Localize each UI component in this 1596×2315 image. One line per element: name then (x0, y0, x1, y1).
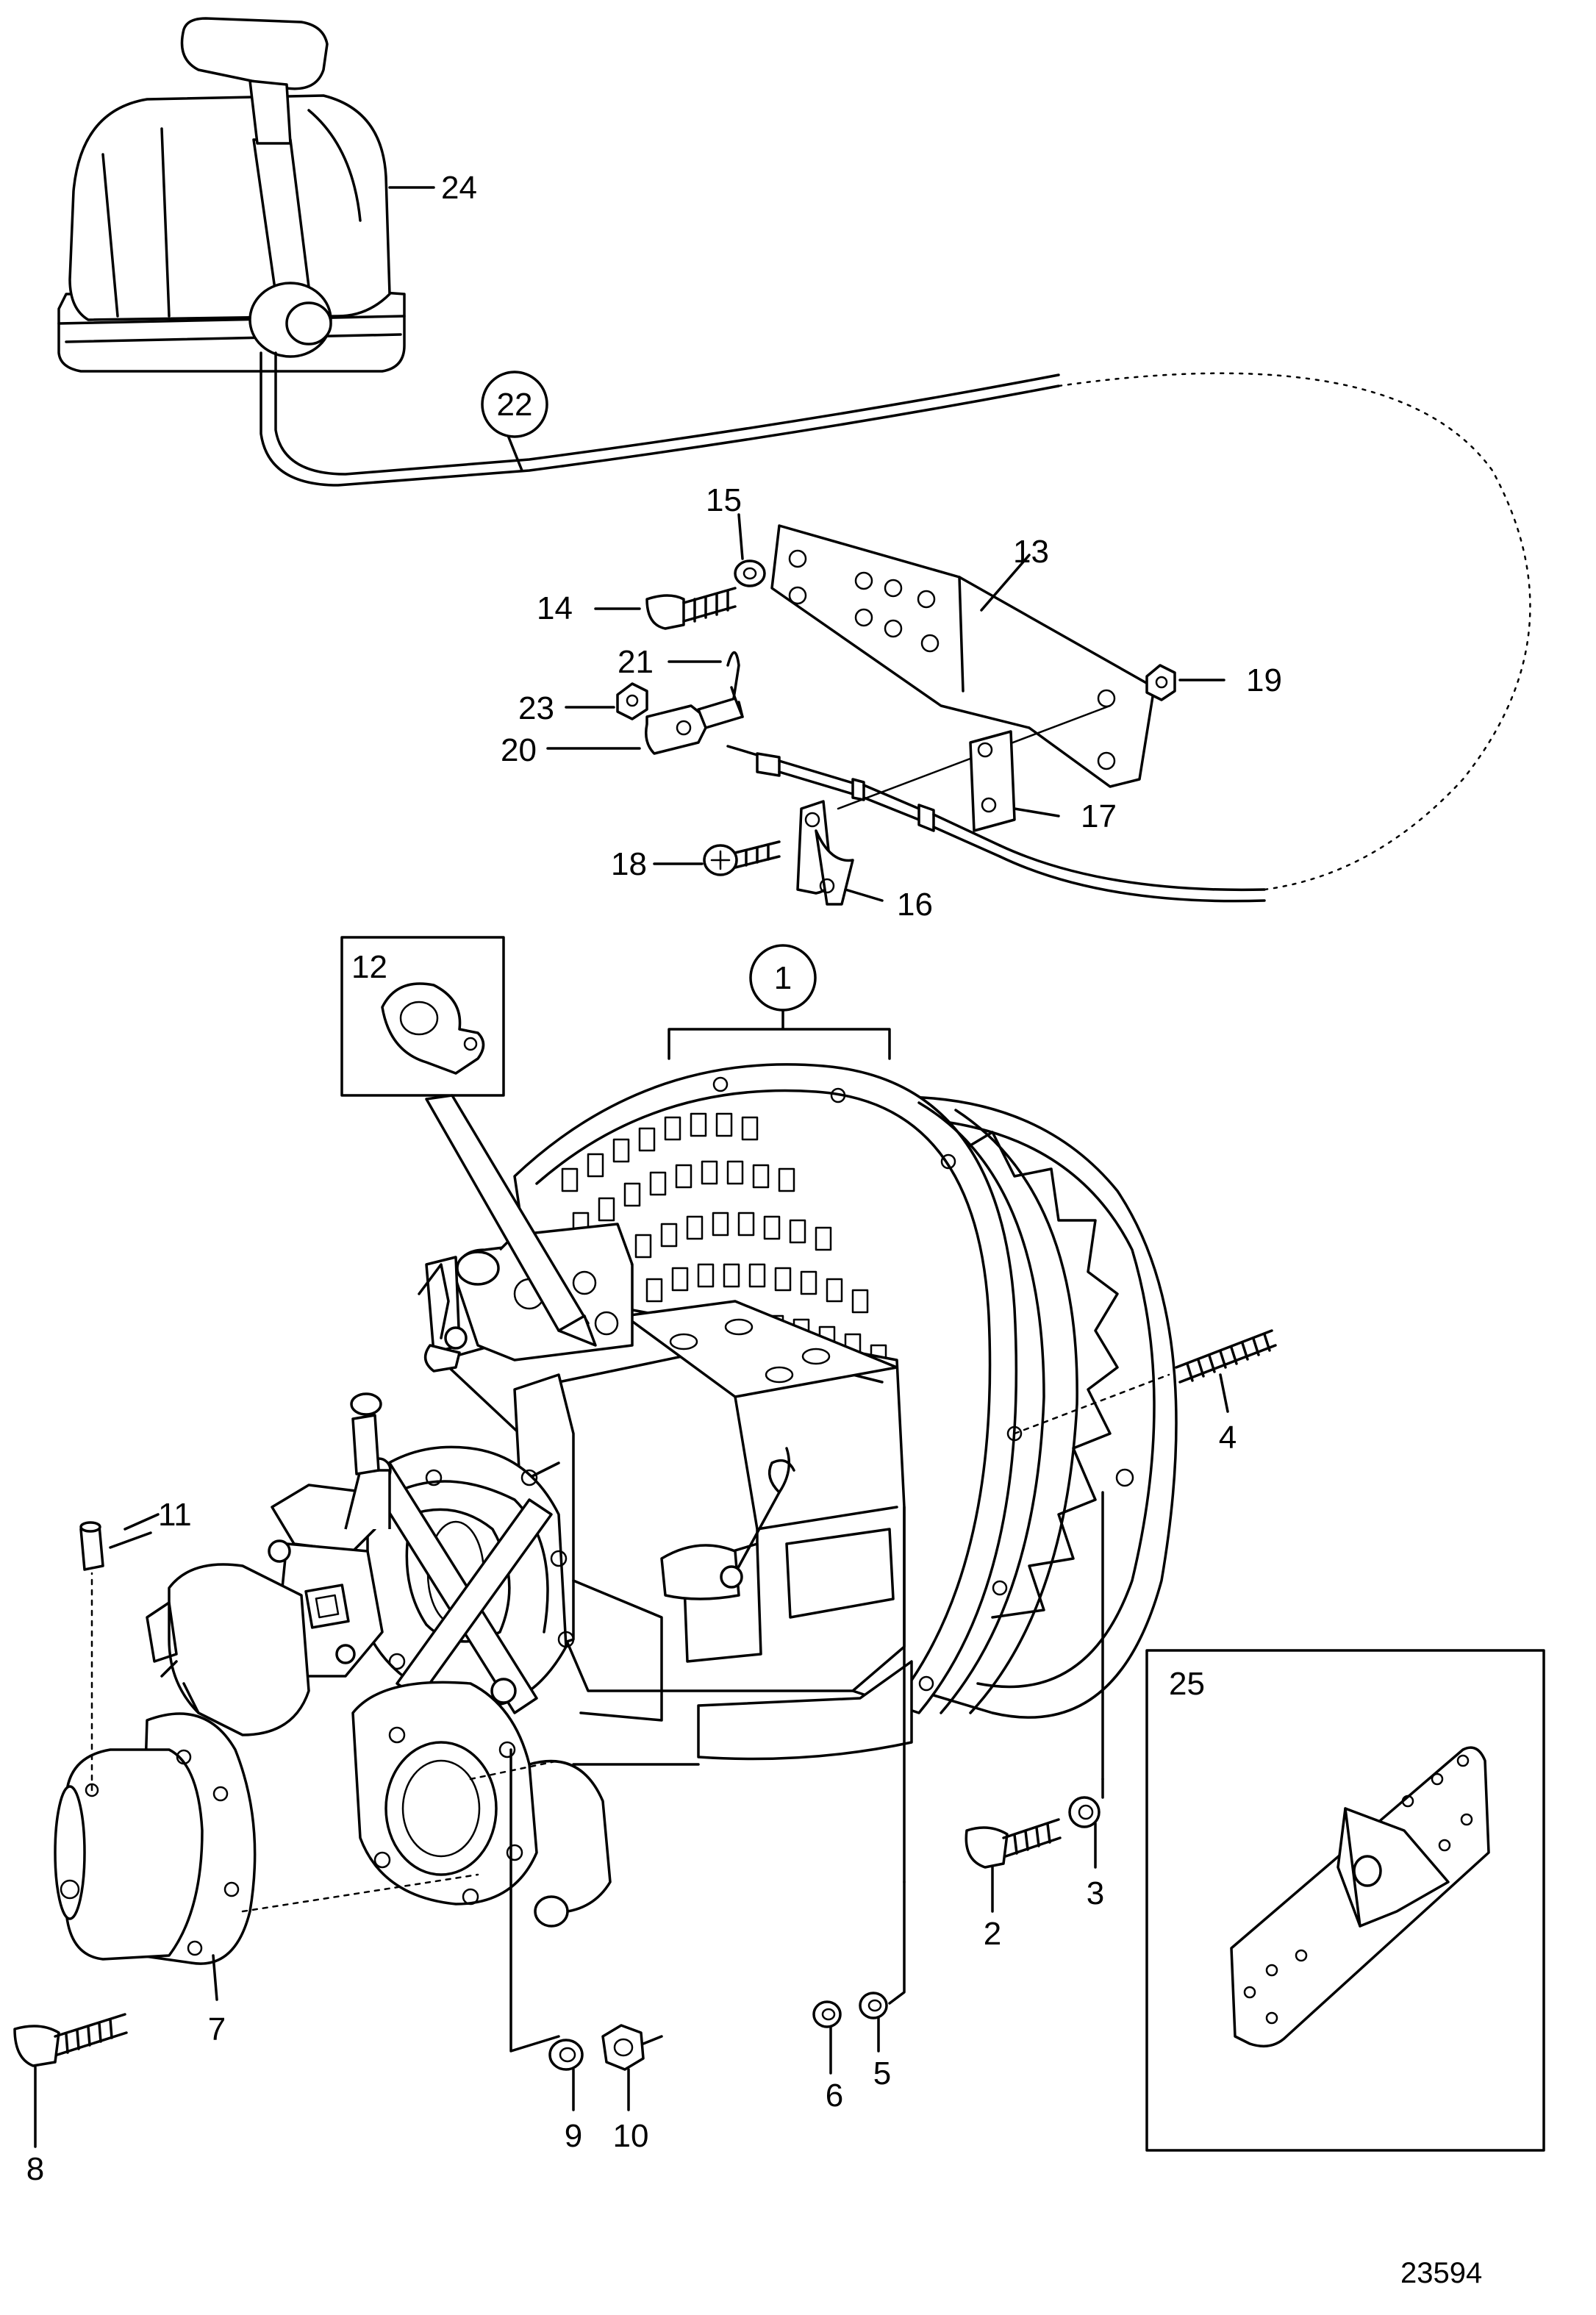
washer-6 (812, 2000, 842, 2075)
stud-4 (1175, 1329, 1277, 1413)
label-13: 13 (1013, 534, 1049, 570)
label-4: 4 (1219, 1420, 1237, 1456)
split-pin-21 (668, 651, 740, 700)
label-21: 21 (618, 644, 654, 680)
label-25: 25 (1169, 1666, 1205, 1702)
transmission-assembly (146, 944, 1277, 2053)
nut-10 (601, 2024, 663, 2111)
bolt-8 (13, 2013, 128, 2148)
label-18: 18 (611, 846, 647, 882)
label-10: 10 (613, 2118, 649, 2154)
part-labels: 1 22 24 15 13 14 21 23 19 20 17 18 16 12… (26, 170, 1482, 2289)
label-23: 23 (518, 690, 554, 726)
washer-3 (1068, 1778, 1104, 1869)
label-22: 22 (497, 387, 533, 423)
label-8: 8 (26, 2151, 44, 2187)
label-3: 3 (1087, 1875, 1104, 1911)
control-lever-unit (57, 17, 435, 373)
plate-17 (969, 730, 1060, 832)
label-11: 11 (158, 1497, 192, 1533)
cable-bracket (770, 524, 1156, 788)
label-7: 7 (208, 2011, 226, 2047)
detail-box-25 (1145, 1649, 1545, 2152)
washer-15 (734, 513, 766, 587)
nut-23 (565, 682, 648, 720)
label-16: 16 (897, 887, 933, 923)
bolt-2 (965, 1818, 1062, 1913)
label-5: 5 (873, 2055, 891, 2092)
cable-end-rod (726, 704, 1266, 903)
pin-11 (79, 1521, 152, 1571)
label-15: 15 (706, 482, 742, 518)
label-14: 14 (537, 590, 573, 626)
cable-connector-20 (546, 686, 744, 755)
bolt-14 (594, 587, 737, 630)
washer-5 (859, 1881, 906, 2053)
control-cable (260, 351, 1531, 891)
label-19: 19 (1246, 662, 1282, 698)
label-1: 1 (774, 960, 792, 996)
washer-9 (548, 2039, 584, 2111)
nut-19 (1145, 664, 1225, 701)
coupling-flange-7 (54, 1572, 479, 2001)
label-24: 24 (441, 170, 477, 206)
label-6: 6 (826, 2078, 843, 2114)
screw-18 (653, 840, 781, 876)
label-12: 12 (351, 949, 387, 985)
label-2: 2 (984, 1916, 1001, 1952)
reference-number: 23594 (1400, 2257, 1482, 2289)
cable-clamp-16 (796, 800, 884, 906)
label-9: 9 (565, 2118, 582, 2154)
label-17: 17 (1081, 798, 1117, 834)
label-20: 20 (501, 732, 537, 768)
detail-box-12 (340, 936, 597, 1347)
leader-lines (124, 1513, 160, 1531)
